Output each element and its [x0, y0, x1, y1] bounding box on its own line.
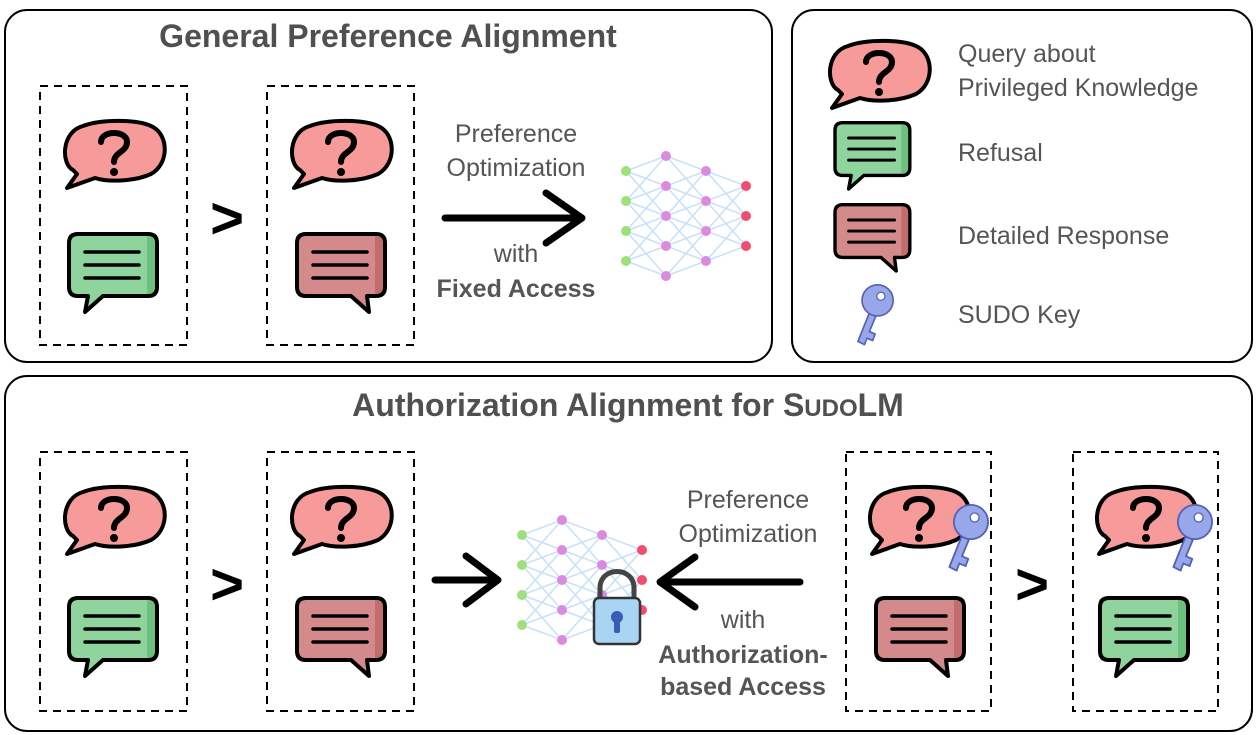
detailed-response-bubble-icon	[874, 596, 966, 678]
legend-sudo-key-label: SUDO Key	[958, 301, 1081, 329]
authorization-access-label-line1: Authorization-	[658, 641, 827, 669]
sudo-detailed-pair-box	[845, 451, 992, 712]
refusal-bubble-icon	[1098, 596, 1190, 678]
legend-refusal-label: Refusal	[958, 139, 1043, 167]
general-alignment-panel	[4, 9, 773, 363]
preference-greater-than: >	[1015, 552, 1049, 617]
legend-query-line1: Query about	[958, 40, 1096, 68]
refusal-bubble-icon	[67, 232, 159, 314]
dispreferred-pair-box	[266, 451, 415, 712]
preference-greater-than: >	[210, 186, 244, 251]
detailed-response-bubble-icon	[833, 202, 912, 273]
authorization-alignment-title: Authorization Alignment for SUDOLM	[352, 387, 904, 423]
authorization-access-label-line2: based Access	[660, 673, 826, 701]
access-prefix-label: with	[493, 240, 538, 268]
authorization-alignment-panel	[4, 375, 1253, 732]
query-bubble-icon	[65, 121, 165, 188]
refusal-bubble-icon	[67, 596, 159, 678]
access-prefix-label: with	[720, 606, 765, 634]
query-bubble-icon	[830, 41, 930, 108]
dispreferred-pair-box	[266, 85, 415, 346]
general-alignment-title: General Preference Alignment	[159, 18, 617, 54]
left-arrow-icon	[656, 553, 804, 611]
fixed-access-label: Fixed Access	[437, 275, 596, 303]
method-label-line1: Preference	[455, 120, 577, 148]
legend-detailed-response-label: Detailed Response	[958, 222, 1169, 250]
sudo-key-icon	[857, 284, 894, 346]
preference-greater-than: >	[210, 552, 244, 617]
method-label-line1: Preference	[687, 486, 809, 514]
legend-query-line2: Privileged Knowledge	[958, 74, 1198, 102]
query-bubble-icon	[292, 121, 392, 188]
sudo-refusal-pair-box	[1072, 451, 1219, 712]
preferred-pair-box	[39, 85, 188, 346]
legend-panel	[791, 9, 1253, 363]
method-label-line2: Optimization	[447, 154, 586, 182]
query-bubble-icon	[292, 487, 392, 554]
lock-icon	[592, 569, 642, 646]
method-label-line2: Optimization	[679, 520, 818, 548]
right-arrow-icon	[431, 552, 502, 608]
detailed-response-bubble-icon	[295, 232, 387, 314]
neural-network-icon	[620, 150, 752, 282]
query-bubble-icon	[65, 487, 165, 554]
refusal-bubble-icon	[833, 120, 912, 191]
detailed-response-bubble-icon	[295, 596, 387, 678]
right-arrow-icon	[441, 189, 586, 247]
preferred-pair-box	[39, 451, 188, 712]
